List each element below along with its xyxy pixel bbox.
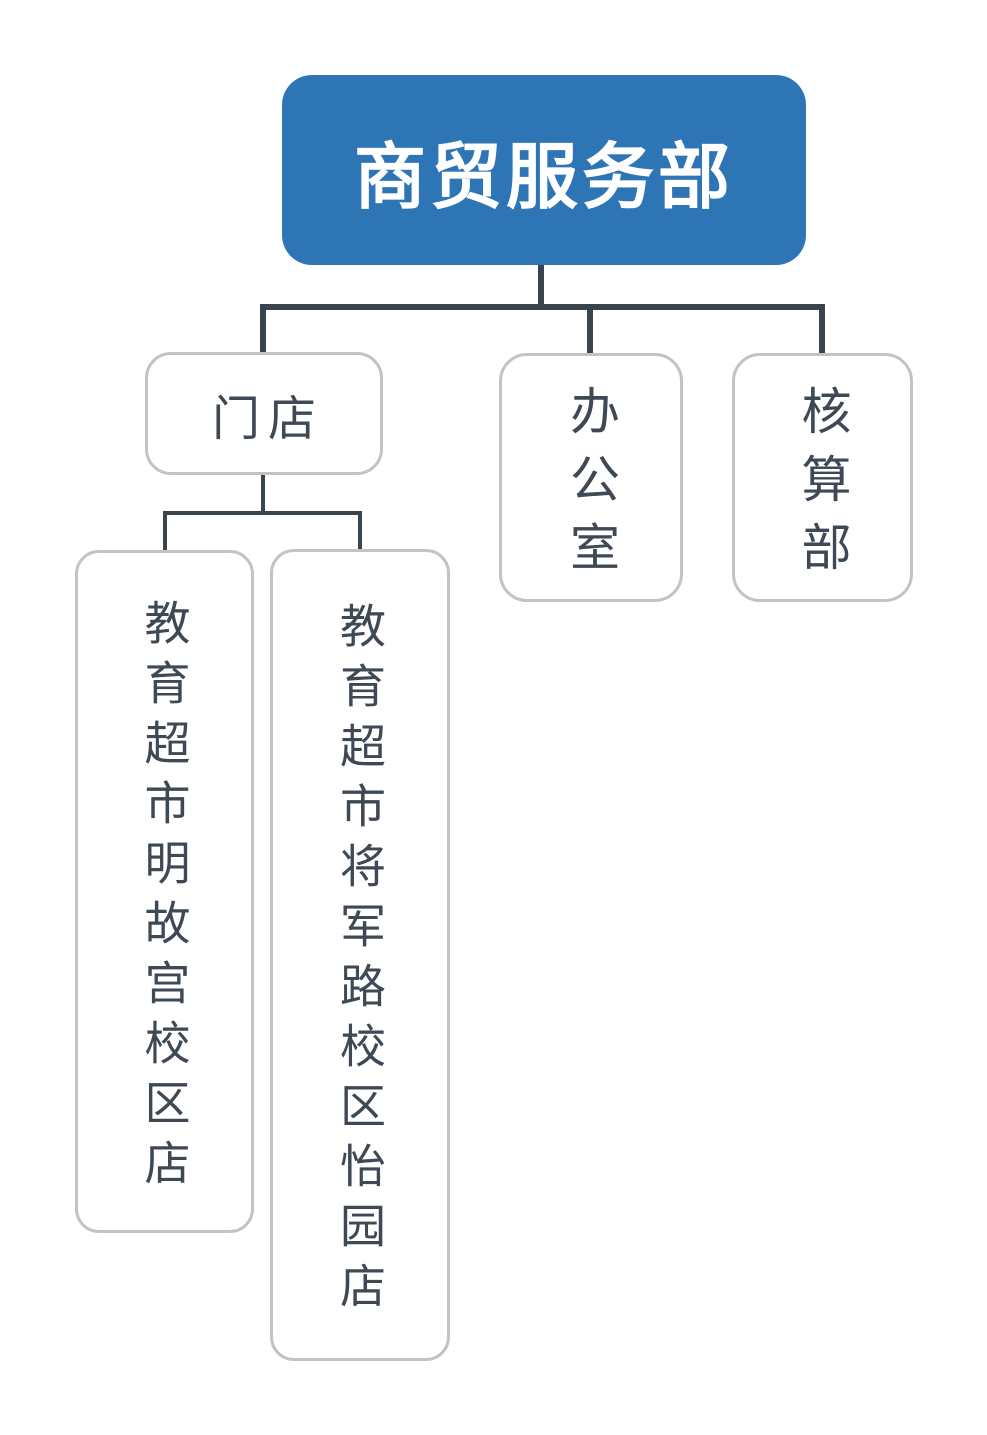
office-node-label: 办公室 [562, 384, 620, 589]
minggugong-store-label: 教育超市明故宫校区店 [137, 598, 192, 1199]
connector-drop-store-2 [358, 511, 362, 551]
connector-drop-accounting [819, 304, 825, 353]
connector-drop-stores [260, 304, 266, 353]
root-node-label: 商贸服务部 [353, 134, 734, 219]
node-edu-supermarket-minggugong-store[interactable]: 教育超市明故宫校区店 [75, 550, 254, 1233]
node-commerce-trade-service-dept[interactable]: 商贸服务部 [282, 75, 806, 265]
connector-drop-store-1 [163, 511, 167, 551]
jiangjunlu-yiyuan-store-label: 教育超市将军路校区怡园店 [333, 602, 387, 1322]
connector-stores-riser [261, 475, 265, 515]
accounting-node-label: 核算部 [793, 384, 852, 589]
connector-level2-horizontal [163, 511, 362, 515]
connector-level1-horizontal [260, 304, 825, 310]
node-stores[interactable]: 门店 [145, 352, 383, 475]
node-accounting-dept[interactable]: 核算部 [732, 353, 913, 602]
node-edu-supermarket-jiangjunlu-yiyuan-store[interactable]: 教育超市将军路校区怡园店 [270, 549, 450, 1361]
node-office[interactable]: 办公室 [499, 353, 683, 602]
connector-drop-office [587, 304, 593, 353]
stores-node-label: 门店 [211, 390, 324, 447]
connector-root-riser [538, 265, 544, 310]
